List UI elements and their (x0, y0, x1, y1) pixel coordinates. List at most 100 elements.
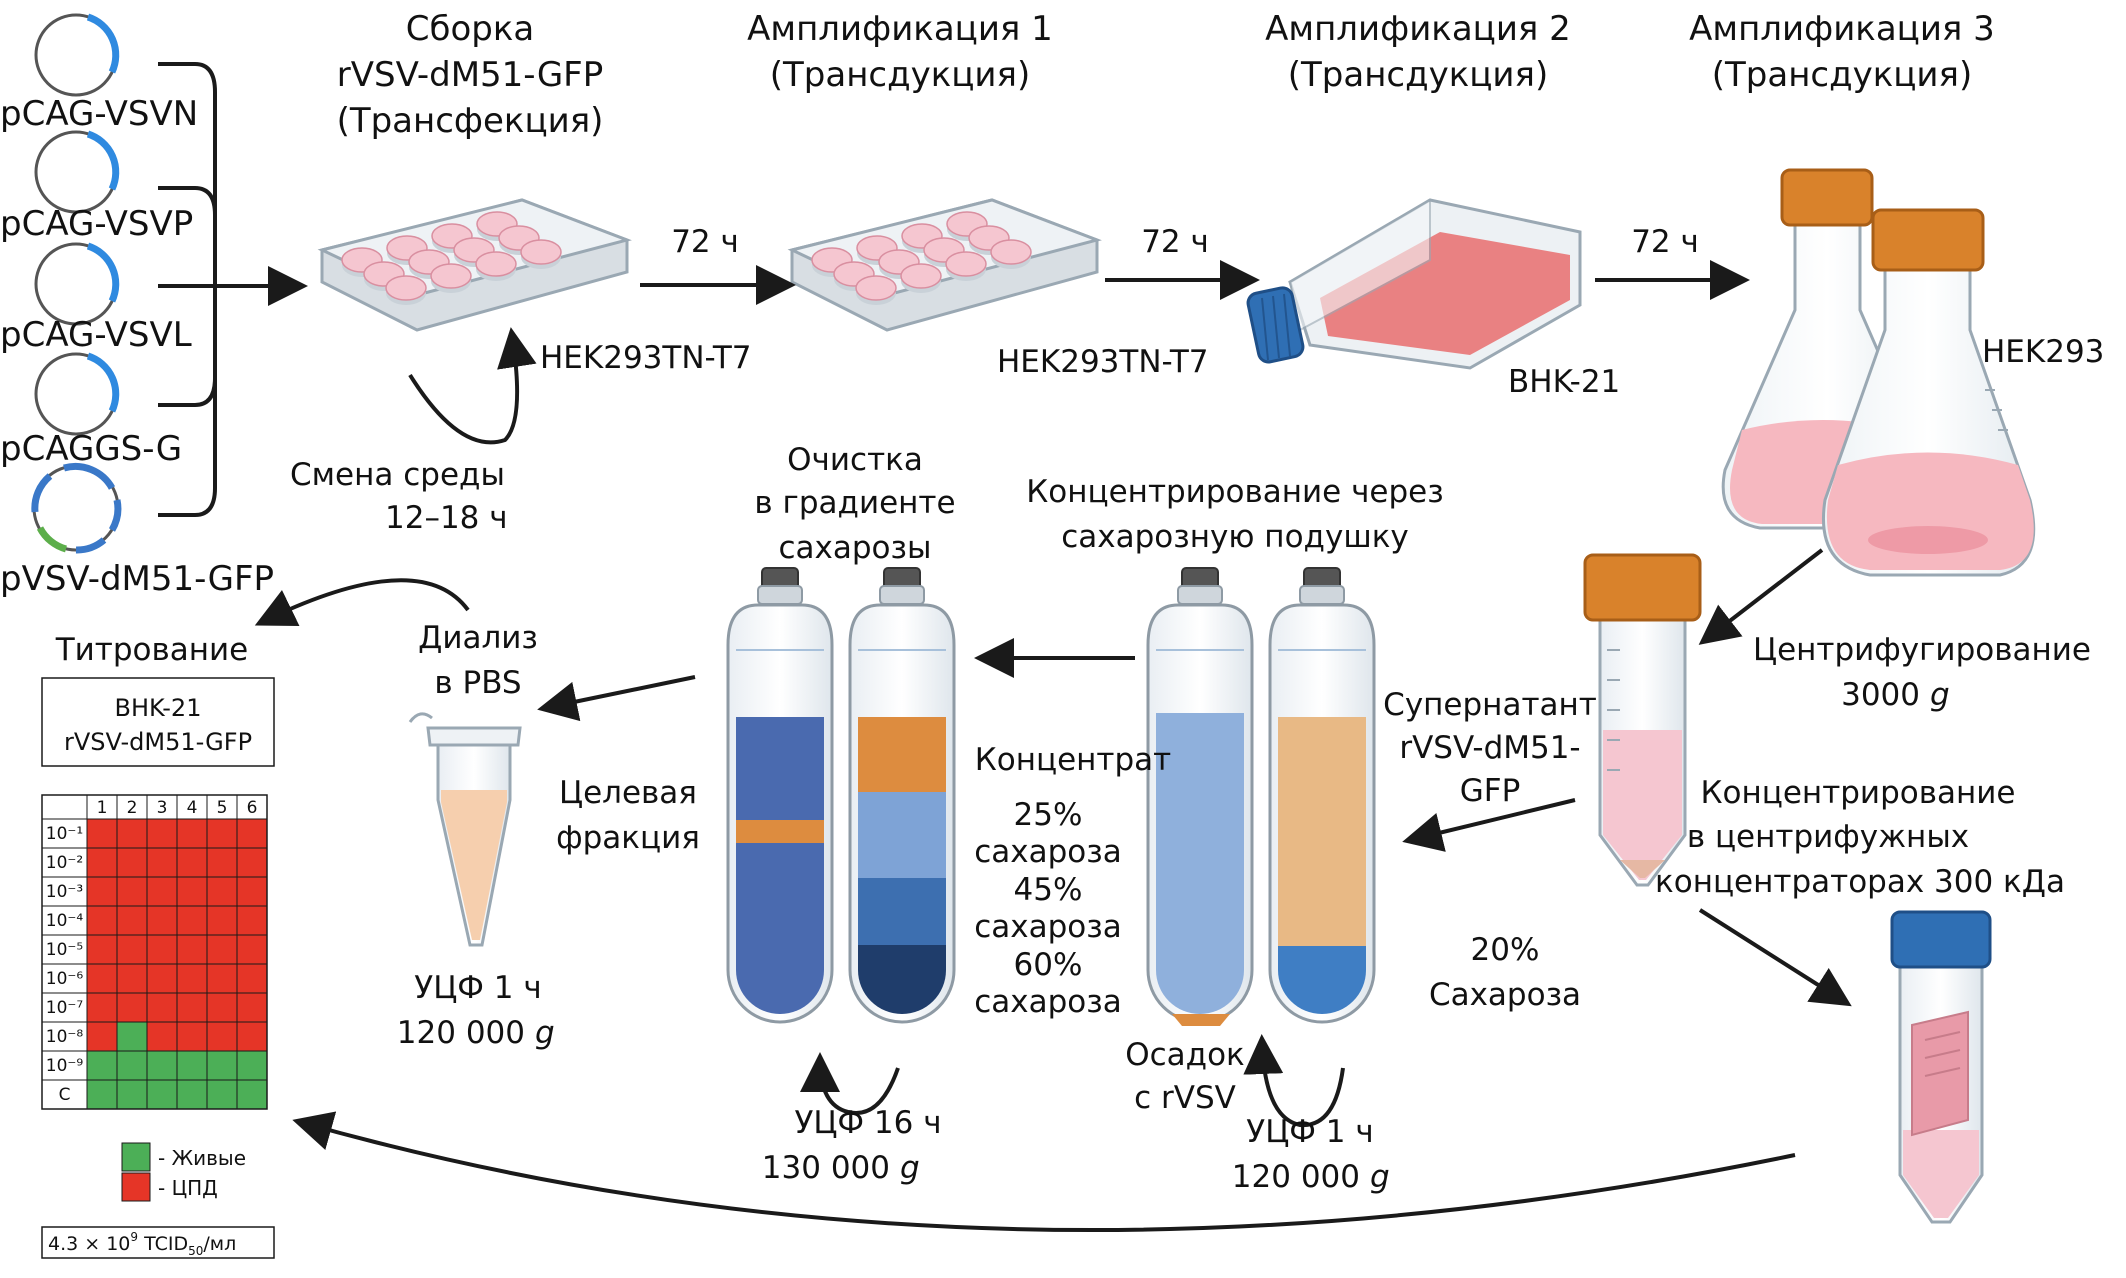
plasmid-label: pCAG-VSVP (0, 204, 193, 244)
titration-column-label: 6 (247, 798, 258, 818)
titration-row-label: 10⁻⁴ (46, 911, 84, 931)
titration-well (206, 905, 238, 936)
concentrator-tube-icon (1890, 910, 1992, 1224)
cells-label-amp3: HEK293 (1982, 334, 2104, 370)
titration-row-label: 10⁻⁸ (46, 1027, 84, 1047)
titration-well (116, 818, 148, 849)
ucf-cushion-label: УЦФ 1 ч (1246, 1114, 1373, 1150)
plasmid-merge-brace (158, 62, 308, 517)
titration-virus: rVSV-dM51-GFP (64, 728, 252, 756)
cells-label-assembly: HEK293TN-T7 (540, 340, 752, 376)
titration-well (86, 992, 118, 1023)
titration-well (236, 818, 268, 849)
titration-well (116, 1050, 148, 1081)
titration-well (116, 1021, 148, 1052)
ucf-cushion-arrow (1243, 1034, 1345, 1128)
cushion-title: Концентрирование через сахарозную подушк… (1026, 474, 1443, 555)
gradient-layer-label: сахароза (974, 834, 1122, 870)
titer-result: 4.3 × 109 TCID50/мл (48, 1230, 236, 1258)
titration-column-label: 1 (97, 798, 108, 818)
titration-well (236, 1079, 268, 1110)
plasmid-pvsv-dm51-gfp-icon (31, 462, 122, 554)
plate-well (475, 251, 517, 277)
arrow-to-cushion (1402, 798, 1576, 852)
titration-row-label: 10⁻⁵ (46, 940, 83, 960)
stage-title-line: Сборка (406, 9, 534, 49)
media-change-label: Смена среды (290, 457, 505, 493)
stage-title-line: Амплификация 3 (1689, 9, 1995, 49)
titration-well (146, 847, 178, 878)
arrow-72h-2: 72 ч (1105, 224, 1260, 300)
cushion-sucrose-label: Сахароза (1429, 977, 1581, 1013)
pellet-label: с rVSV (1134, 1080, 1236, 1116)
arrow-to-dialysis (537, 675, 696, 722)
concentrator-label: Концентрирование (1701, 775, 2016, 811)
concentrator-label: концентраторах 300 кДа (1655, 864, 2065, 900)
titration-well (236, 963, 268, 994)
supernatant-label: GFP (1460, 773, 1521, 809)
ucf-gradient-label: УЦФ 16 ч (794, 1105, 941, 1141)
stage-title-line: (Трансдукция) (1712, 55, 1973, 95)
tube-layer (858, 717, 946, 792)
falcon-tube-icon (1583, 553, 1702, 887)
arrow-to-concentrator (1698, 908, 1852, 1007)
titration-well (146, 1079, 178, 1110)
tube-layer (858, 878, 946, 945)
plasmid-label: pCAGGS-G (0, 429, 182, 469)
titration-well (206, 847, 238, 878)
titration-row-label: 10⁻⁹ (46, 1056, 84, 1076)
gradient-layer-label: 25% (1014, 797, 1083, 833)
titration-well (146, 818, 178, 849)
titration-column-label: 2 (127, 798, 138, 818)
plate-well (430, 263, 472, 289)
titration-well (206, 963, 238, 994)
stage-title-line: rVSV-dM51-GFP (337, 55, 603, 95)
titration-well (116, 992, 148, 1023)
titration-well (236, 876, 268, 907)
titration-well (146, 934, 178, 965)
gradient-title-line: Очистка (787, 442, 923, 478)
gradient-layer-label: 45% (1014, 872, 1083, 908)
time-label: 72 ч (1631, 224, 1699, 260)
ultracentrifuge-tube-icon (1146, 567, 1254, 1026)
pellet (1172, 1014, 1230, 1026)
pellet-label: Осадок (1125, 1037, 1245, 1073)
microtube-icon (408, 712, 522, 947)
concentrator-label: в центрифужных (1687, 819, 1969, 855)
titration-well (116, 847, 148, 878)
titration-well (206, 1050, 238, 1081)
titration-well (86, 876, 118, 907)
plasmid-label: pVSV-dM51-GFP (0, 559, 274, 599)
supernatant-label: Супернатант (1383, 687, 1597, 723)
erlenmeyer-flask-front-icon (1822, 208, 2036, 577)
cushion-title-line: Концентрирование через (1026, 474, 1443, 510)
plasmid-label: pCAG-VSVN (0, 94, 198, 134)
titration-well (176, 1079, 208, 1110)
titration-row-label: 10⁻⁶ (46, 969, 84, 989)
plate-well (855, 275, 897, 301)
plate-well (520, 239, 562, 265)
cushion-sucrose-label: 20% (1471, 932, 1540, 968)
titration-row-label: C (59, 1085, 71, 1105)
ultracentrifuge-tube-icon (1268, 567, 1376, 1024)
gradient-title-line: сахарозы (779, 530, 932, 566)
plate-well (945, 251, 987, 277)
titration-title: Титрование (55, 632, 249, 668)
stage-title-amp3: Амплификация 3 (Трансдукция) (1689, 9, 1995, 95)
plasmid-column: pCAG-VSVN pCAG-VSVP pCAG-VSVL pCAGGS-G p (0, 13, 274, 599)
titration-well (86, 1050, 118, 1081)
titration-well (236, 905, 268, 936)
titration-well (116, 963, 148, 994)
stage-title-amp1: Амплификация 1 (Трансдукция) (747, 9, 1053, 95)
time-label: 72 ч (1141, 224, 1209, 260)
plasmid-label: pCAG-VSVL (0, 315, 192, 355)
ucf-dialysis-unit: g (535, 1015, 555, 1051)
arrow-to-centrifuge (1698, 548, 1824, 645)
gradient-layer-label: сахароза (974, 984, 1122, 1020)
titration-well (176, 876, 208, 907)
titration-well (176, 1050, 208, 1081)
legend-cpe-swatch (121, 1172, 151, 1202)
titration-well (176, 992, 208, 1023)
tube-layer (1278, 946, 1366, 1014)
